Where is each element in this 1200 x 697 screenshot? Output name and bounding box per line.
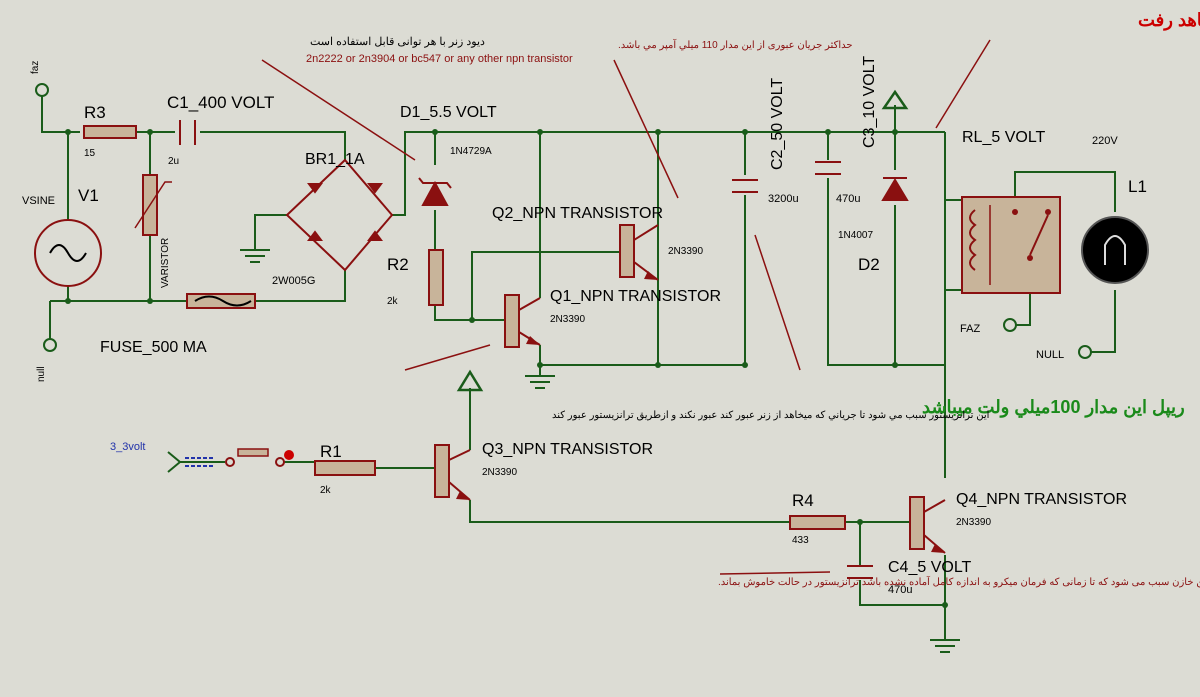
relay-faz-label: FAZ [960, 323, 980, 335]
source-3v3-label: 3_3volt [110, 441, 145, 453]
d2-label: D2 [858, 255, 880, 274]
note-c4-function: این خازن سبب می شود که تا زمانی که فرمان… [718, 575, 1200, 588]
c4-label: C4_5 VOLT [888, 559, 972, 576]
c2-capacitor[interactable] [732, 179, 758, 193]
junction-dots [65, 129, 948, 608]
q3-label: Q3_NPN TRANSISTOR [482, 441, 653, 458]
q1-label: Q1_NPN TRANSISTOR [550, 288, 721, 305]
null-terminal[interactable] [43, 338, 57, 352]
q4-label: Q4_NPN TRANSISTOR [956, 491, 1127, 508]
fuse-500ma[interactable] [186, 293, 256, 309]
note-transistor-options: 2n2222 or 2n3904 or bc547 or any other n… [306, 53, 573, 65]
c3-capacitor[interactable] [815, 161, 841, 175]
rl-relay[interactable] [961, 196, 1061, 294]
br1-part: 2W005G [272, 275, 315, 287]
br1-label: BR1_1A [305, 151, 365, 168]
q2-transistor[interactable] [619, 224, 659, 281]
v1-sine-source[interactable] [34, 219, 102, 287]
note-top-voltage: ولتاژ اینجا اگر ترانزیستور کار کند 5 تا … [1138, 9, 1200, 31]
d1-zener-diode[interactable] [418, 177, 452, 206]
c4-capacitor[interactable] [847, 565, 873, 579]
q1-part: 2N3390 [550, 314, 585, 325]
faz-terminal[interactable] [35, 83, 49, 97]
vsine-label: VSINE [22, 195, 55, 207]
d2-part: 1N4007 [838, 230, 873, 241]
r3-resistor[interactable] [83, 125, 137, 139]
l1-label: L1 [1128, 177, 1147, 196]
q2-label: Q2_NPN TRANSISTOR [492, 205, 663, 222]
v1-label: V1 [78, 186, 99, 205]
r1-resistor[interactable] [314, 460, 376, 476]
br1-bridge-rectifier[interactable] [285, 158, 394, 272]
c1-value: 2u [168, 156, 179, 167]
c1-capacitor[interactable] [179, 120, 196, 145]
rl-label: RL_5 VOLT [962, 129, 1046, 146]
q2-part: 2N3390 [668, 246, 703, 257]
ground-symbols [240, 249, 960, 653]
c4-value: 470u [888, 584, 912, 596]
relay-faz-terminal[interactable] [1003, 318, 1017, 332]
q4-part: 2N3390 [956, 517, 991, 528]
note-ripple: ریپل این مدار 100میلي ولت میباشد [922, 397, 1185, 418]
varistor-label: VARISTOR [160, 238, 171, 288]
q3-transistor[interactable] [434, 444, 471, 501]
r4-label: R4 [792, 491, 814, 510]
r2-value: 2k [387, 296, 399, 307]
c2-label: C2_50 VOLT [769, 78, 786, 170]
l1-lamp[interactable] [1081, 216, 1149, 284]
relay-null-label: NULL [1036, 349, 1064, 361]
faz-label: faz [30, 61, 41, 74]
d1-part: 1N4729A [450, 146, 492, 157]
r4-resistor[interactable] [789, 515, 846, 530]
r2-label: R2 [387, 255, 409, 274]
source-3v3-terminal[interactable] [167, 451, 215, 473]
note-zener: دیود زنر با هر توانی قابل استفاده است [310, 36, 485, 48]
push-button-switch[interactable] [225, 448, 294, 467]
d2-diode[interactable] [881, 177, 909, 201]
note-q1-function: این ترانزیستور سبب مي شود تا جریاني که م… [552, 410, 989, 421]
c1-label: C1_400 VOLT [167, 93, 274, 112]
vcc-arrow-top [881, 89, 909, 110]
r1-label: R1 [320, 442, 342, 461]
d1-label: D1_5.5 VOLT [400, 104, 497, 121]
r1-value: 2k [320, 485, 332, 496]
r2-resistor[interactable] [428, 249, 444, 306]
varistor[interactable] [134, 174, 172, 236]
vcc-arrow-q3 [456, 369, 484, 392]
relay-null-terminal[interactable] [1078, 345, 1092, 359]
fuse-label: FUSE_500 MA [100, 339, 207, 356]
wires [41, 95, 1116, 640]
null-label: null [36, 366, 47, 382]
v220-label: 220V [1092, 135, 1118, 147]
r3-label: R3 [84, 103, 106, 122]
q4-transistor[interactable] [909, 496, 946, 554]
note-max-current: حداکثر جریان عبوری از این مدار 110 میلي … [618, 38, 853, 51]
annotation-lines [261, 39, 991, 575]
r4-value: 433 [792, 535, 809, 546]
q1-transistor[interactable] [504, 294, 541, 348]
c3-value: 470u [836, 193, 860, 205]
c2-value: 3200u [768, 193, 799, 205]
q3-part: 2N3390 [482, 467, 517, 478]
r3-value: 15 [84, 148, 96, 159]
c3-label: C3_10 VOLT [861, 56, 878, 148]
